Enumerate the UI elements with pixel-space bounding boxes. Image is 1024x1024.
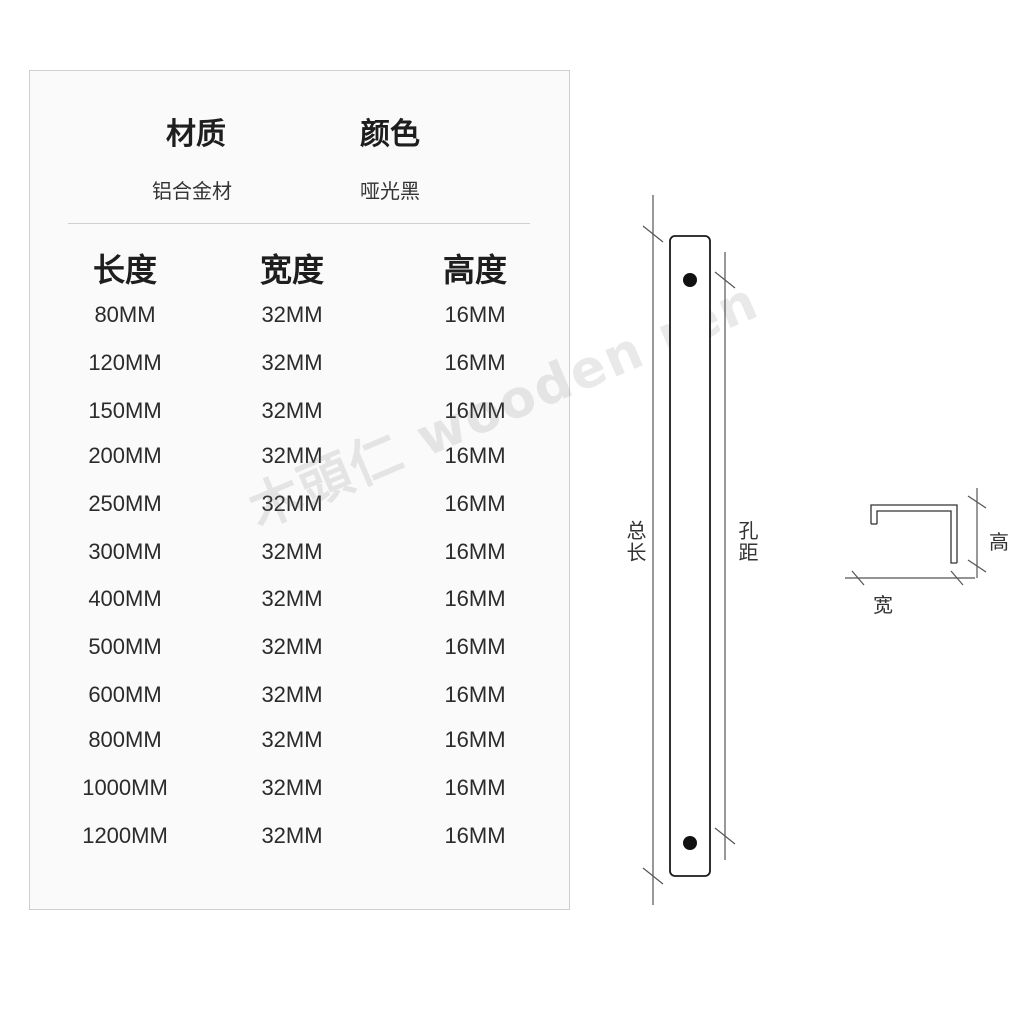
cell-width: 32MM: [261, 823, 323, 848]
cell-width: 32MM: [261, 302, 323, 327]
cell-height: 16MM: [444, 350, 506, 375]
cell-length: 300MM: [88, 539, 162, 564]
cell-height: 16MM: [444, 443, 506, 468]
column-header-length: 长度: [92, 251, 157, 289]
cell-height: 16MM: [444, 539, 506, 564]
cross-section-profile: [870, 504, 958, 564]
cell-width: 32MM: [261, 682, 323, 707]
cell-height: 16MM: [444, 634, 506, 659]
cell-length: 200MM: [88, 443, 162, 468]
cell-height: 16MM: [444, 682, 506, 707]
mounting-hole-bottom: [683, 836, 697, 850]
hole-distance-label: 孔距: [735, 520, 759, 564]
cell-length: 1000MM: [82, 775, 168, 800]
divider: [68, 223, 530, 224]
color-value: 哑光黑: [360, 179, 420, 203]
cell-width: 32MM: [261, 634, 323, 659]
cell-width: 32MM: [261, 443, 323, 468]
cell-length: 150MM: [88, 398, 162, 423]
cell-length: 800MM: [88, 727, 162, 752]
width-label: 宽: [873, 593, 893, 617]
cell-height: 16MM: [444, 398, 506, 423]
cell-length: 600MM: [88, 682, 162, 707]
cell-height: 16MM: [444, 727, 506, 752]
cell-length: 80MM: [94, 302, 156, 327]
cell-length: 500MM: [88, 634, 162, 659]
hole-distance-dimension: [714, 252, 736, 860]
cell-length: 250MM: [88, 491, 162, 516]
width-dimension: [845, 570, 975, 586]
cell-length: 120MM: [88, 350, 162, 375]
cell-width: 32MM: [261, 491, 323, 516]
color-heading: 颜色: [360, 117, 420, 152]
material-heading: 材质: [166, 117, 226, 152]
cell-width: 32MM: [261, 539, 323, 564]
cell-height: 16MM: [444, 491, 506, 516]
cell-width: 32MM: [261, 586, 323, 611]
material-value: 铝合金材: [152, 179, 232, 203]
cell-width: 32MM: [261, 350, 323, 375]
cell-height: 16MM: [444, 586, 506, 611]
height-dimension: [967, 488, 987, 578]
cell-height: 16MM: [444, 302, 506, 327]
height-label: 高: [989, 530, 1009, 554]
cell-height: 16MM: [444, 775, 506, 800]
spec-card: 材质 颜色 铝合金材 哑光黑 长度 宽度 高度 80MM 32MM 16MM 120M…: [29, 70, 570, 910]
total-length-label: 总长: [623, 520, 647, 564]
mounting-hole-top: [683, 273, 697, 287]
cell-width: 32MM: [261, 398, 323, 423]
column-header-width: 宽度: [259, 251, 324, 289]
cell-width: 32MM: [261, 727, 323, 752]
cell-width: 32MM: [261, 775, 323, 800]
handle-bar: [669, 235, 711, 877]
cell-height: 16MM: [444, 823, 506, 848]
cell-length: 400MM: [88, 586, 162, 611]
column-header-height: 高度: [442, 251, 507, 289]
cell-length: 1200MM: [82, 823, 168, 848]
total-length-dimension: [642, 195, 664, 905]
